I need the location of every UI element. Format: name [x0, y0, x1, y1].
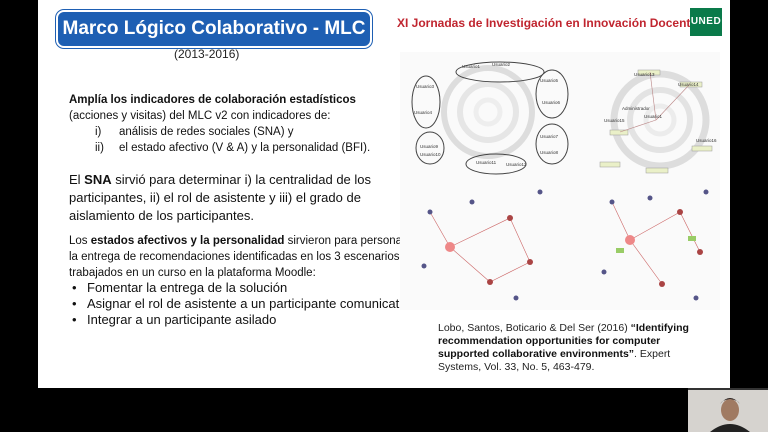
citation-authors: Lobo, Santos, Boticario & Del Ser (2016) [438, 322, 631, 334]
recommendation-item: Asignar el rol de asistente a un partici… [69, 296, 449, 312]
sna-rest: sirvió para determinar i) la centralidad… [69, 172, 372, 223]
figure-node-label: Usuario14 [678, 82, 699, 87]
recommendation-item: Integrar a un participante asilado [69, 312, 449, 328]
uned-logo: UNED [690, 8, 722, 36]
figure-node-label: Usuario13 [634, 72, 655, 77]
figure-node-label: Usuario16 [696, 138, 717, 143]
citation-title: “Identifying recommendation opportunitie… [438, 322, 689, 360]
network-graph-bottom-right [601, 189, 709, 301]
indicator-item: ii) el estado afectivo (V & A) y la perso… [69, 140, 399, 156]
network-graph-right [599, 69, 713, 174]
network-graph-bottom-left [421, 189, 543, 301]
indicator-item: i) análisis de redes sociales (SNA) y [69, 124, 399, 140]
recommendation-list: Fomentar la entrega de la solución Asign… [69, 280, 449, 328]
network-graph-left [411, 61, 569, 175]
figure-node-label: Usuario12 [506, 162, 527, 167]
figure-node-label: Usuario6 [542, 100, 561, 105]
figure-node-label: Usuario10 [420, 152, 441, 157]
figure-node-label: Usuario3 [416, 84, 435, 89]
figure-node-label: Usuario11 [476, 160, 497, 165]
citation: Lobo, Santos, Boticario & Del Ser (2016)… [438, 322, 708, 374]
intro-bold: Amplía los indicadores de colaboración e… [69, 94, 356, 106]
citation-source: . Expert Systems, Vol. 33, No. 5, 463-47… [438, 348, 671, 373]
states-rest: sirvieron para personalizar la entrega d… [69, 235, 424, 279]
figure-node-label: Usuario7 [540, 134, 559, 139]
intro-rest: (acciones y visitas) del MLC v2 con indi… [69, 110, 331, 122]
figure-node-label: Usuario8 [540, 150, 559, 155]
figure-node-label: Administrador [622, 106, 650, 111]
indicator-text: análisis de redes sociales (SNA) y [119, 126, 294, 138]
figure-node-label: Usuario15 [604, 118, 625, 123]
figure-node-label: Usuario1 [644, 114, 663, 119]
indicator-num: ii) [95, 142, 104, 154]
sna-pre: El [69, 172, 85, 187]
slide-title: Marco Lógico Colaborativo - MLC v3 [56, 10, 372, 73]
states-pre: Los [69, 235, 91, 247]
figure-node-label: Usuario1 [462, 64, 481, 69]
states-paragraph: Los estados afectivos y la personalidad … [69, 233, 429, 281]
states-bold: estados afectivos y la personalidad [90, 235, 285, 247]
recommendation-item: Fomentar la entrega de la solución [69, 280, 449, 296]
presenter-icon [688, 390, 768, 432]
sna-bold: SNA [84, 172, 112, 187]
intro-paragraph: Amplía los indicadores de colaboración e… [69, 92, 399, 156]
indicator-text: el estado afectivo (V & A) y la personal… [119, 142, 371, 154]
figure-node-label: Usuario2 [492, 62, 511, 67]
figure-node-label: Usuario4 [414, 110, 433, 115]
presenter-webcam [688, 390, 768, 432]
slide-subtitle: (2013-2016) [174, 47, 240, 61]
conference-name: XI Jornadas de Investigación en Innovaci… [397, 16, 698, 30]
presentation-slide: Marco Lógico Colaborativo - MLC v3 (2013… [38, 0, 730, 388]
indicator-num: i) [95, 126, 102, 138]
indicator-list: i) análisis de redes sociales (SNA) y ii)… [69, 124, 399, 156]
sna-paragraph: El SNA sirvió para determinar i) la cent… [69, 171, 389, 225]
figure-node-label: Usuario5 [540, 78, 559, 83]
figure-node-label: Usuario9 [420, 144, 439, 149]
